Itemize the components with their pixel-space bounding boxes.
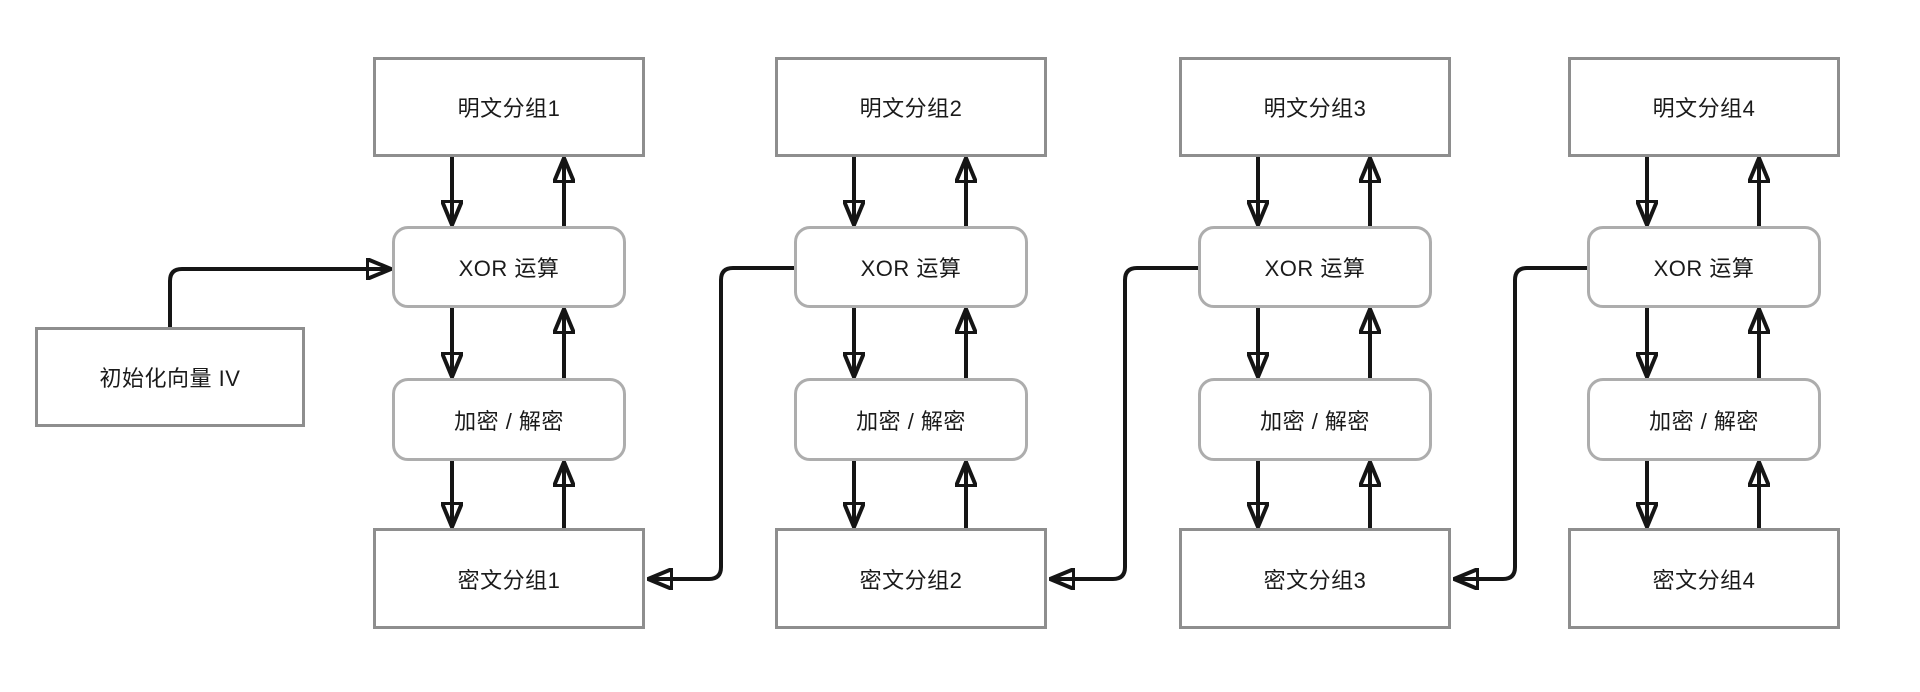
xor-node-1-label: XOR 运算 (458, 256, 560, 281)
xor4-to-cipher3-chain-connector (1455, 266, 1587, 579)
plaintext-block-1-label: 明文分组1 (457, 96, 561, 121)
ciphertext-block-3: 密文分组3 (1179, 528, 1451, 629)
xor-node-2: XOR 运算 (794, 226, 1028, 308)
xor-node-2-label: XOR 运算 (860, 256, 962, 281)
crypt-node-1: 加密 / 解密 (392, 378, 626, 461)
ciphertext-block-2-label: 密文分组2 (859, 567, 963, 593)
xor-node-4-label: XOR 运算 (1653, 256, 1755, 281)
ciphertext-block-3-label: 密文分组3 (1263, 567, 1367, 593)
iv-block: 初始化向量 IV (35, 327, 305, 427)
crypt-node-2-label: 加密 / 解密 (856, 408, 966, 434)
ciphertext-block-1: 密文分组1 (373, 528, 645, 629)
plaintext-block-3: 明文分组3 (1179, 57, 1451, 157)
xor-node-3-label: XOR 运算 (1264, 256, 1366, 281)
ciphertext-block-1-label: 密文分组1 (457, 567, 561, 593)
iv-to-xor1-connector (168, 269, 390, 327)
xor2-to-cipher1-chain-connector (649, 266, 794, 579)
plaintext-block-3-label: 明文分组3 (1263, 96, 1367, 121)
ciphertext-block-2: 密文分组2 (775, 528, 1047, 629)
plaintext-block-2: 明文分组2 (775, 57, 1047, 157)
plaintext-block-4-label: 明文分组4 (1652, 96, 1756, 121)
crypt-node-3-label: 加密 / 解密 (1260, 408, 1370, 434)
plaintext-block-4: 明文分组4 (1568, 57, 1840, 157)
crypt-node-4: 加密 / 解密 (1587, 378, 1821, 461)
crypt-node-1-label: 加密 / 解密 (454, 408, 564, 434)
xor3-to-cipher2-chain-connector (1051, 266, 1198, 579)
xor-node-4: XOR 运算 (1587, 226, 1821, 308)
plaintext-block-1: 明文分组1 (373, 57, 645, 157)
iv-label: 初始化向量 IV (99, 366, 241, 391)
plaintext-block-2-label: 明文分组2 (859, 96, 963, 121)
ciphertext-block-4-label: 密文分组4 (1652, 567, 1756, 593)
ciphertext-block-4: 密文分组4 (1568, 528, 1840, 629)
crypt-node-4-label: 加密 / 解密 (1649, 408, 1759, 434)
crypt-node-3: 加密 / 解密 (1198, 378, 1432, 461)
crypt-node-2: 加密 / 解密 (794, 378, 1028, 461)
xor-node-1: XOR 运算 (392, 226, 626, 308)
xor-node-3: XOR 运算 (1198, 226, 1432, 308)
